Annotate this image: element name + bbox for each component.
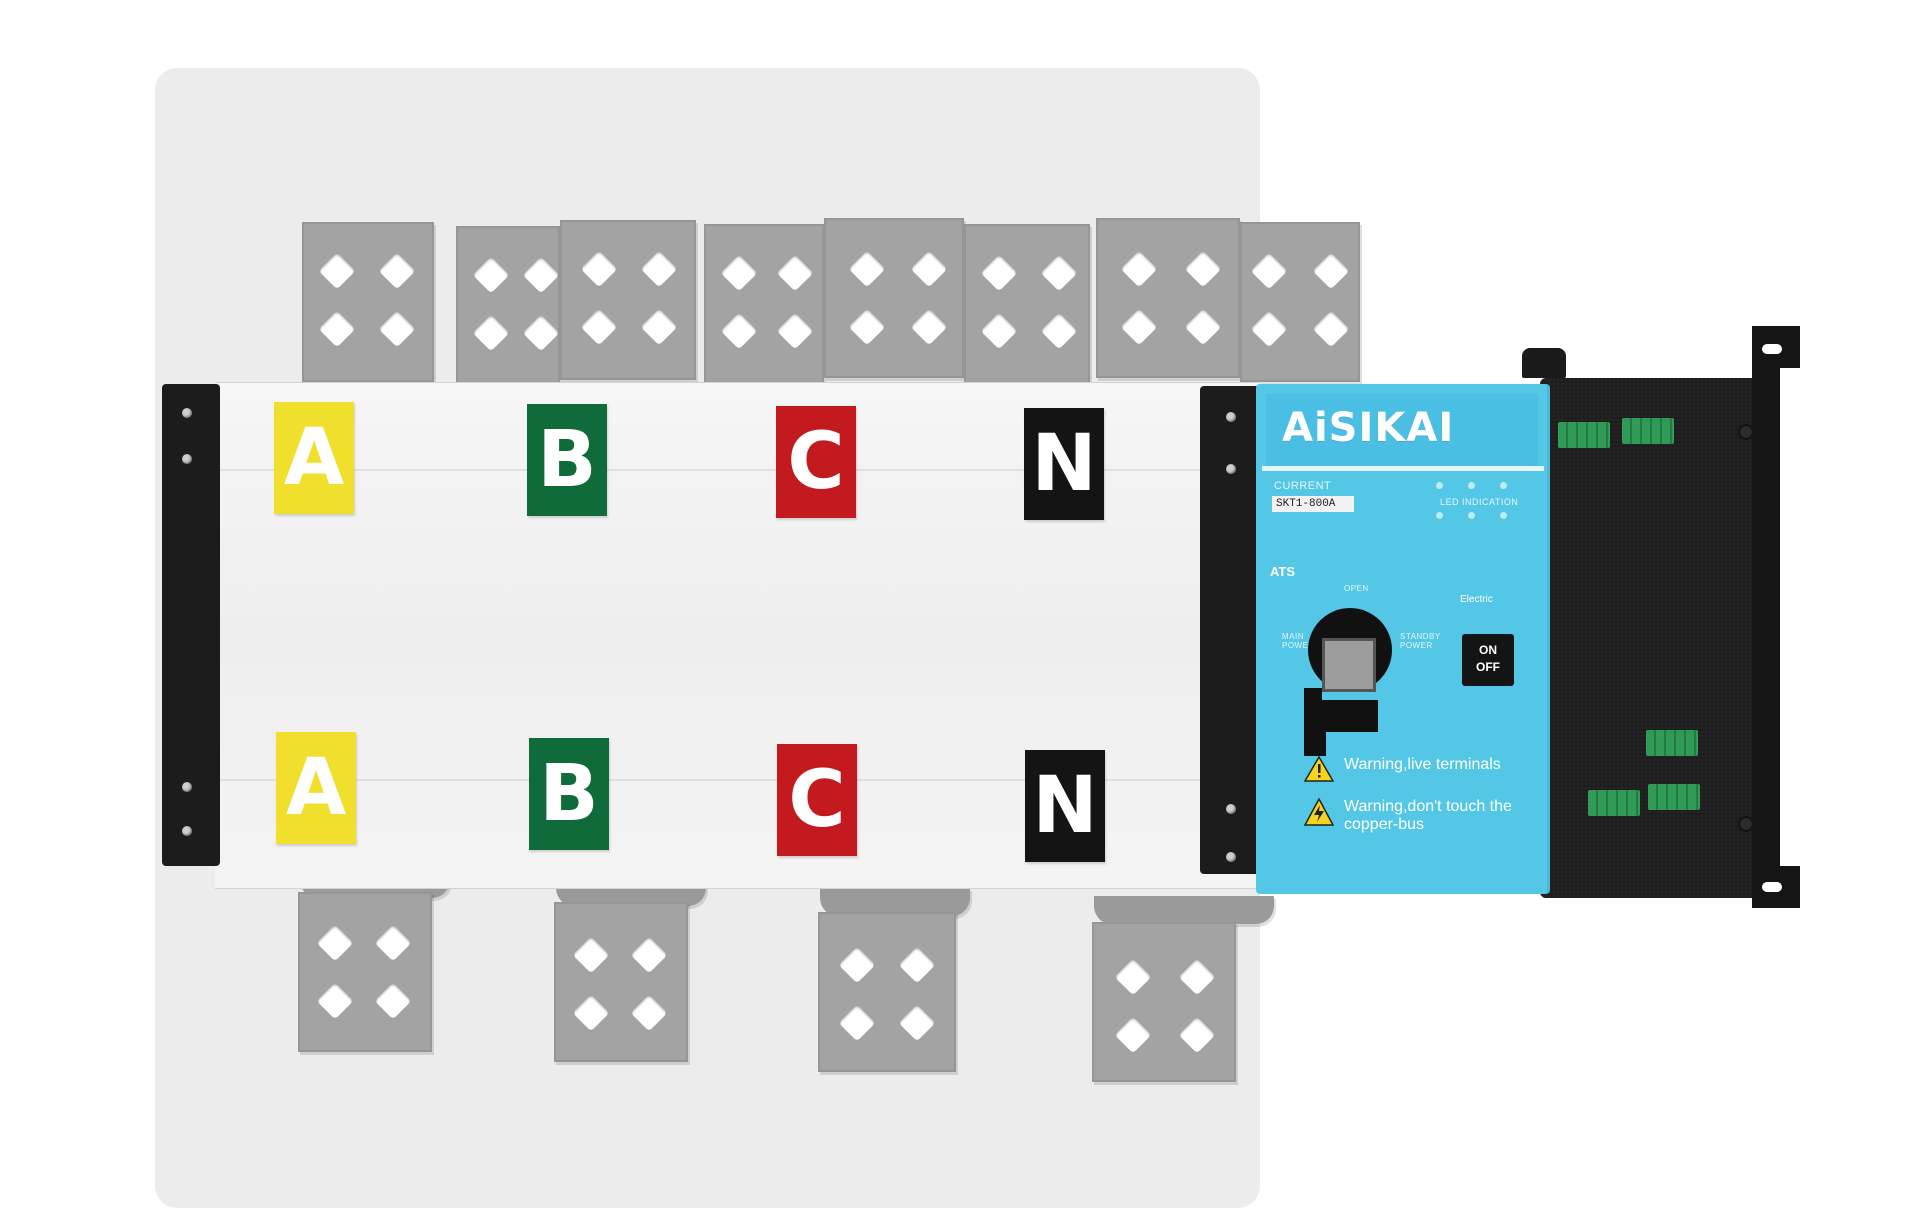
copper-bus-terminal [824, 218, 964, 378]
indicator-led [1500, 482, 1507, 489]
phase-letter: B [539, 749, 599, 839]
phase-label-bottom-a: A [276, 732, 356, 844]
phase-label-bottom-b: B [529, 738, 609, 850]
warning-text: Warning,live terminals [1344, 756, 1501, 773]
brand-strip [1266, 394, 1538, 466]
current-label: CURRENT [1274, 480, 1332, 492]
wiring-terminal-block [1558, 422, 1610, 448]
indicator-led [1436, 482, 1443, 489]
copper-bus-terminal [704, 224, 824, 384]
on-label: ON [1479, 643, 1497, 657]
phase-letter: B [537, 415, 597, 505]
top-connector [1522, 348, 1566, 378]
indicator-led [1468, 482, 1475, 489]
warning-text: Warning,don't touch the copper-bus [1344, 798, 1512, 833]
copper-bus-terminal [818, 912, 956, 1072]
high-voltage-icon [1304, 798, 1334, 826]
selector-window [1322, 638, 1376, 692]
copper-bus-terminal [1092, 922, 1236, 1082]
indicator-led [1436, 512, 1443, 519]
standby-power-label: STANDBY POWER [1400, 632, 1441, 650]
copper-bus-terminal [964, 224, 1090, 384]
wiring-terminal-block [1588, 790, 1640, 816]
brand-logo: AiSIKAI [1282, 405, 1455, 451]
device-type-label: ATS [1270, 564, 1296, 579]
wiring-terminal-block [1622, 418, 1674, 444]
model-number: SKT1-800A [1272, 496, 1354, 512]
copper-bus-terminal [1096, 218, 1240, 378]
left-mounting-rail [162, 384, 220, 866]
phase-label-top-b: B [527, 404, 607, 516]
copper-bus-terminal [456, 226, 560, 386]
phase-letter: C [787, 417, 845, 507]
controller-housing [1540, 378, 1758, 898]
phase-label-top-a: A [274, 402, 354, 514]
phase-letter: C [788, 755, 846, 845]
middle-mounting-rail [1200, 386, 1262, 874]
off-label: OFF [1476, 660, 1500, 674]
electric-label: Electric [1460, 594, 1493, 605]
phase-letter: N [1031, 419, 1097, 509]
panel-divider [1262, 466, 1544, 471]
on-off-switch[interactable]: ON OFF [1462, 634, 1514, 686]
phase-label-top-n: N [1024, 408, 1104, 520]
phase-letter: A [285, 743, 347, 833]
phase-label-top-c: C [776, 406, 856, 518]
warning-triangle-icon [1304, 756, 1334, 782]
phase-label-bottom-n: N [1025, 750, 1105, 862]
wiring-terminal-block [1648, 784, 1700, 810]
wiring-terminal-block [1646, 730, 1698, 756]
phase-letter: N [1032, 761, 1098, 851]
indicator-led [1500, 512, 1507, 519]
copper-bus-terminal [302, 222, 434, 382]
led-indicator-label: LED INDICATION [1440, 497, 1519, 507]
indicator-led [1468, 512, 1475, 519]
warning-copper-bus: Warning,don't touch the copper-bus [1304, 798, 1524, 834]
copper-bus-terminal [560, 220, 696, 380]
warning-live-terminals: Warning,live terminals [1304, 756, 1501, 782]
copper-bus-terminal [298, 892, 432, 1052]
phase-letter: A [283, 413, 345, 503]
wall-mount-bracket [1752, 326, 1800, 908]
copper-bus-terminal [1240, 222, 1360, 382]
main-power-label: MAIN POWER [1282, 632, 1315, 650]
open-label: OPEN [1344, 584, 1369, 593]
manual-operating-handle[interactable] [1296, 680, 1380, 760]
copper-bus-terminal [554, 902, 688, 1062]
phase-label-bottom-c: C [777, 744, 857, 856]
